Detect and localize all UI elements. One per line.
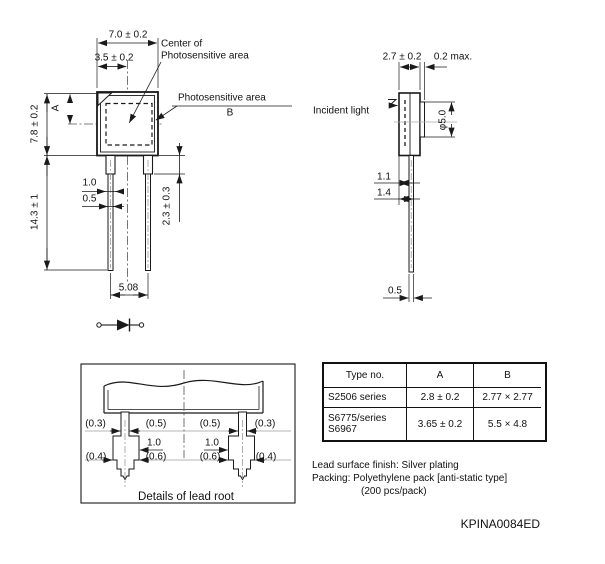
- dim-total-length-label: 14.3 ± 1: [29, 193, 41, 231]
- document-number: KPINA0084ED: [460, 517, 540, 531]
- front-view: [43, 38, 292, 299]
- dim-window-diameter-label: φ5.0: [437, 109, 449, 130]
- dim-front-height-label: 7.8 ± 0.2: [29, 104, 41, 144]
- diode-symbol: [96, 318, 145, 332]
- dim-a-label: A: [50, 104, 62, 112]
- dim-offset1-label: 1.1: [377, 171, 391, 183]
- center-note-line2: Photosensitive area: [161, 50, 249, 62]
- notes-block: Lead surface finish: Silver plating Pack…: [312, 459, 507, 498]
- spec-table-header-type: Type no.: [345, 370, 385, 381]
- lead-root-dim-04-right: (0.4): [255, 451, 277, 463]
- spec-table-row2-type: S6775/series S6967: [324, 407, 406, 440]
- dim-shoulder-label: 2.3 ± 0.3: [161, 186, 173, 226]
- lead-root-dim-06-left: (0.6): [145, 451, 167, 463]
- note-pack-quantity: (200 pcs/pack): [361, 486, 427, 497]
- dim-pitch-label: 5.08: [118, 282, 139, 294]
- spec-table-row1-a: 2.8 ± 0.2: [406, 387, 473, 407]
- dim-protrusion-label: 0.2 max.: [433, 51, 473, 63]
- spec-table-header-b: B: [473, 364, 541, 387]
- dim-lead-wide-label: 1.0: [82, 177, 97, 189]
- note-lead-finish: Lead surface finish: Silver plating: [312, 460, 459, 471]
- dim-lead-narrow-label: 0.5: [82, 193, 97, 205]
- dim-lead-thickness-label: 0.5: [388, 285, 402, 297]
- spec-table: Type no. A B S2506 series 2.8 ± 0.2 2.77…: [322, 362, 547, 442]
- center-note-line1: Center of: [161, 38, 203, 50]
- dim-front-half-width-label: 3.5 ± 0.2: [94, 51, 134, 63]
- lead-root-dim-06-right: (0.6): [199, 451, 221, 463]
- lead-root-dim-10-left: 1.0: [147, 437, 161, 449]
- lead-root-detail: [80, 363, 296, 504]
- spec-table-header-a: A: [406, 364, 473, 387]
- lead-root-dim-03-left: (0.3): [85, 418, 106, 430]
- lead-root-dim-03-right: (0.3): [254, 418, 276, 430]
- note-packing: Packing: Polyethylene pack [anti-static …: [312, 473, 508, 484]
- incident-light-label: Incident light: [313, 105, 370, 117]
- dim-front-width-label: 7.0 ± 0.2: [108, 29, 148, 41]
- photosensitive-area-b-label: B: [226, 107, 234, 119]
- lead-root-dim-10-right: 1.0: [205, 437, 219, 449]
- spec-table-row2-b: 5.5 × 4.8: [473, 407, 541, 440]
- spec-table-row2-a: 3.65 ± 0.2: [406, 407, 473, 440]
- dim-thickness-label: 2.7 ± 0.2: [382, 51, 422, 63]
- lead-root-dim-05-right: (0.5): [199, 418, 221, 430]
- lead-root-caption: Details of lead root: [138, 491, 234, 503]
- side-view: [374, 62, 457, 302]
- dim-offset2-label: 1.4: [377, 187, 391, 199]
- lead-root-dim-05-left: (0.5): [145, 418, 167, 430]
- spec-table-row1-type: S2506 series: [324, 387, 406, 407]
- photosensitive-area-label: Photosensitive area: [178, 92, 266, 104]
- lead-root-dim-04-left: (0.4): [85, 451, 107, 463]
- spec-table-row1-b: 2.77 × 2.77: [473, 387, 541, 407]
